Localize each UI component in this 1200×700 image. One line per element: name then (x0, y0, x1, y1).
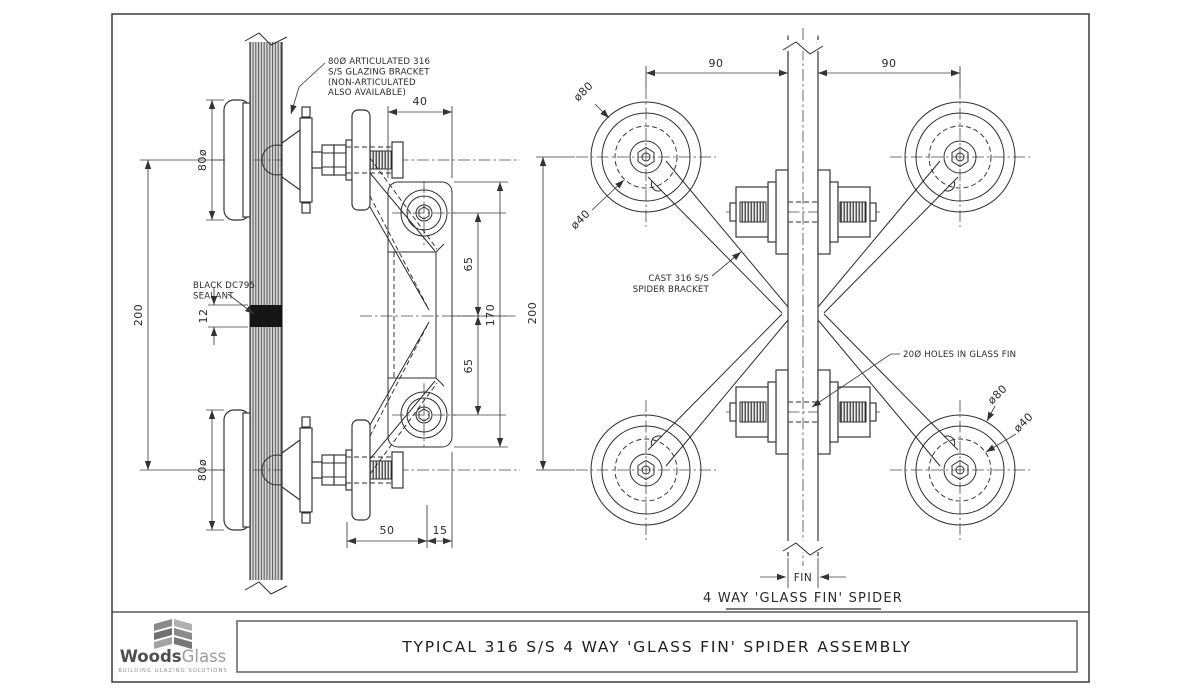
label-tl-outer: ø80 (571, 79, 596, 104)
disc-bottom-left (575, 399, 717, 541)
note-fin-holes-text: 20Ø HOLES IN GLASS FIN (903, 349, 1016, 360)
logo-wordmark: WoodsGlass (120, 647, 227, 666)
dim-hole-lower: 65 (462, 359, 475, 374)
company-logo: WoodsGlass BUILDING GLAZING SOLUTIONS (118, 619, 228, 674)
spider-arms (647, 160, 959, 467)
fin-break-top (782, 41, 824, 55)
logo-tagline: BUILDING GLAZING SOLUTIONS (118, 668, 228, 674)
spider-arm-bottom-side (369, 321, 438, 475)
spider-arm-top-side (369, 157, 438, 311)
logo-part1: Woods (120, 647, 182, 666)
note-sealant: BLACK DC795 SEALANT (193, 281, 255, 315)
dim-plate-height: 170 (484, 304, 497, 327)
side-view-dimensions: 40 65 170 65 50 15 200 (132, 95, 508, 548)
dim-vert-spacing: 200 (526, 302, 539, 325)
glass-panel (244, 31, 288, 595)
dim-disc-top: 80ø (196, 149, 209, 171)
dim-plate-thk: 15 (433, 524, 448, 537)
note-glazing-bracket-l2: S/S GLAZING BRACKET (328, 67, 430, 77)
arm-notch-tr (943, 180, 956, 192)
spider-plate-side (360, 157, 516, 475)
front-view-caption: 4 WAY 'GLASS FIN' SPIDER (703, 591, 903, 610)
front-view: 90 90 200 ø80 ø40 ø80 ø40 CAST 316 S/S S… (526, 28, 1036, 610)
disc-top-right (889, 86, 1031, 228)
side-view: 40 65 170 65 50 15 200 (132, 31, 521, 595)
fin-break-bottom (782, 542, 824, 556)
label-tl-inner: ø40 (568, 207, 593, 232)
disc-labels: ø80 ø40 ø80 ø40 (568, 79, 1036, 453)
note-sealant-l1: BLACK DC795 (193, 281, 255, 291)
logo-mark (154, 619, 192, 649)
dim-arm-right: 90 (882, 57, 897, 70)
glass-break-top (244, 32, 288, 46)
note-glazing-bracket: 80Ø ARTICULATED 316 S/S GLAZING BRACKET … (290, 56, 430, 115)
dim-plate-width: 40 (413, 95, 428, 108)
dim-disc-bottom: 80ø (196, 459, 209, 481)
label-br-outer: ø80 (985, 382, 1010, 407)
note-glazing-bracket-l4: ALSO AVAILABLE) (328, 88, 406, 98)
dim-hole-upper: 65 (462, 257, 475, 272)
dim-body: 50 (380, 524, 395, 537)
logo-part2: Glass (182, 647, 227, 666)
label-br-inner: ø40 (1011, 410, 1036, 435)
note-glazing-bracket-l3: (NON-ARTICULATED (328, 78, 416, 88)
arm-notch-bl (650, 435, 663, 447)
dim-joint: 12 (197, 309, 210, 324)
note-glazing-bracket-l1: 80Ø ARTICULATED 316 (328, 56, 430, 67)
disc-top-left (575, 86, 717, 228)
title-block: TYPICAL 316 S/S 4 WAY 'GLASS FIN' SPIDER… (112, 611, 1089, 674)
glass-fin (782, 28, 824, 566)
note-cast-bracket: CAST 316 S/S SPIDER BRACKET (633, 251, 742, 295)
sheet-border (111, 13, 1090, 683)
fin-callout: FIN (760, 558, 846, 588)
dim-arm-left: 90 (709, 57, 724, 70)
front-view-dimensions: 90 90 200 (526, 57, 961, 471)
caption-text: 4 WAY 'GLASS FIN' SPIDER (703, 591, 903, 606)
fin-label: FIN (794, 572, 813, 584)
note-fin-holes: 20Ø HOLES IN GLASS FIN (811, 349, 1016, 408)
disc-bottom-right (889, 399, 1031, 541)
drawing-title: TYPICAL 316 S/S 4 WAY 'GLASS FIN' SPIDER… (401, 638, 912, 656)
note-sealant-l2: SEALANT (193, 292, 234, 302)
arm-notch-tl (650, 180, 663, 192)
arm-notch-br (943, 435, 956, 447)
note-cast-l2: SPIDER BRACKET (633, 285, 710, 295)
note-cast-l1: CAST 316 S/S (648, 274, 709, 284)
dim-span: 200 (132, 304, 145, 327)
sealant-joint (250, 305, 282, 327)
plate-boss-bottom (392, 383, 456, 447)
glass-break-bottom (244, 581, 288, 595)
plate-boss-top (392, 181, 456, 245)
title-box (236, 620, 1078, 673)
